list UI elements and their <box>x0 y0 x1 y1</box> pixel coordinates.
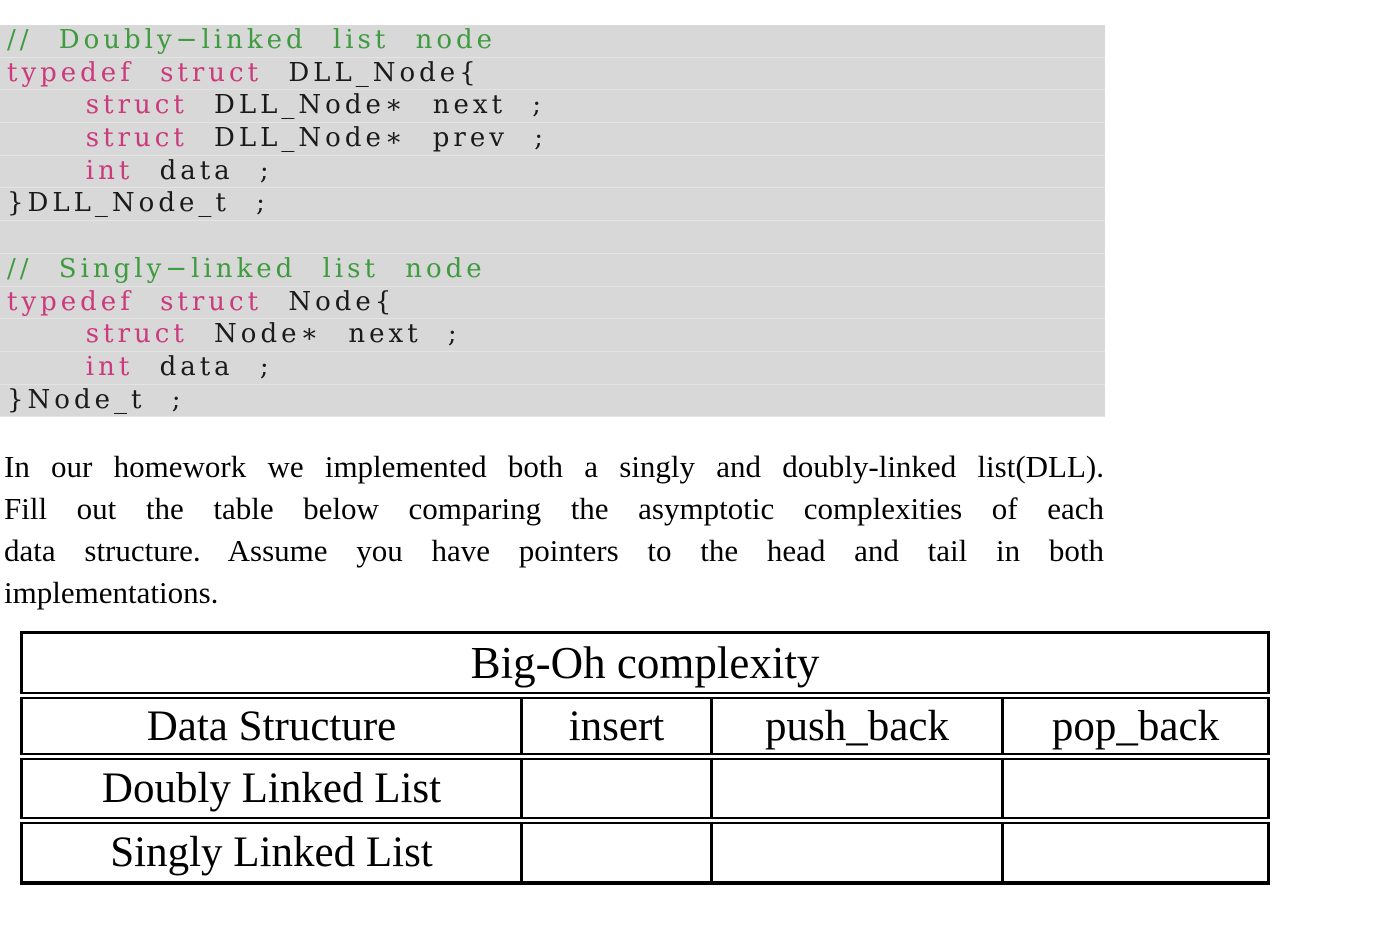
answer-cell-singly-pop-back <box>1000 817 1269 884</box>
code-line: // Doubly−linked list node <box>0 25 1105 58</box>
code-line: }DLL_Node_t ; <box>0 188 1105 222</box>
code-text: DLL_Node∗ prev ; <box>187 123 547 154</box>
code-line: struct DLL_Node∗ prev ; <box>0 123 1105 156</box>
header-insert: insert <box>520 692 712 757</box>
table-title: Big-Oh complexity <box>470 638 820 689</box>
code-keyword: typedef struct <box>7 57 263 88</box>
answer-cell-singly-insert <box>520 817 712 884</box>
code-indent <box>7 90 86 120</box>
code-text: data ; <box>133 155 273 186</box>
table-header-row: Data Structure insert push_back pop_back <box>21 692 1269 757</box>
code-text: DLL_Node{ <box>262 57 480 88</box>
table-title-row: Big-Oh complexity <box>22 633 1269 696</box>
code-line: struct Node∗ next ; <box>0 319 1105 352</box>
question-paragraph: In our homework we implemented both a si… <box>4 446 1104 614</box>
complexity-table: Big-Oh complexity Data Structure insert … <box>20 631 1271 886</box>
code-keyword: struct <box>85 123 188 154</box>
code-text: Node∗ next ; <box>187 319 461 350</box>
code-keyword: typedef struct <box>7 286 263 317</box>
code-text: data ; <box>133 351 273 382</box>
code-line: struct DLL_Node∗ next ; <box>0 90 1105 124</box>
answer-cell-doubly-push-back <box>710 753 1003 821</box>
header-pop-back: pop_back <box>1000 692 1269 757</box>
code-block: // Doubly−linked list node typedef struc… <box>0 25 1105 418</box>
code-indent <box>7 319 86 349</box>
code-keyword: struct <box>85 319 188 350</box>
code-line: int data ; <box>0 351 1105 385</box>
header-data-structure: Data Structure <box>21 692 522 757</box>
paragraph-line: Fill out the table below comparing the a… <box>4 491 1104 527</box>
paragraph-line: implementations. <box>4 575 219 611</box>
code-keyword: int <box>85 351 134 382</box>
row-label-singly: Singly Linked List <box>21 817 522 884</box>
answer-cell-doubly-insert <box>520 753 712 821</box>
code-indent <box>7 352 86 382</box>
code-text: }DLL_Node_t ; <box>7 188 269 219</box>
code-indent <box>7 123 86 153</box>
code-keyword: struct <box>85 90 188 121</box>
code-text: }Node_t ; <box>7 384 185 415</box>
code-text: Node{ <box>262 286 396 317</box>
answer-cell-singly-push-back <box>710 817 1003 884</box>
header-push-back: push_back <box>710 692 1003 757</box>
code-comment: // Doubly−linked list node <box>7 25 497 55</box>
code-indent <box>7 156 86 186</box>
code-line: int data ; <box>0 155 1105 189</box>
code-keyword: int <box>85 155 134 186</box>
paragraph-line: In our homework we implemented both a si… <box>4 449 1104 485</box>
code-line: // Singly−linked list node <box>0 253 1105 287</box>
row-label-doubly: Doubly Linked List <box>21 753 522 821</box>
paragraph-line: data structure. Assume you have pointers… <box>4 533 1104 569</box>
code-line: typedef struct DLL_Node{ <box>0 57 1105 91</box>
code-text: DLL_Node∗ next ; <box>187 90 546 121</box>
table-row-singly-linked-list: Singly Linked List <box>21 817 1269 884</box>
document-page: // Doubly−linked list node typedef struc… <box>0 25 1386 886</box>
code-line: typedef struct Node{ <box>0 286 1105 320</box>
table-row-doubly-linked-list: Doubly Linked List <box>21 753 1269 821</box>
answer-cell-doubly-pop-back <box>1000 753 1269 821</box>
code-line-blank <box>0 221 1105 254</box>
code-line: }Node_t ; <box>0 384 1105 418</box>
code-comment: // Singly−linked list node <box>7 253 486 284</box>
